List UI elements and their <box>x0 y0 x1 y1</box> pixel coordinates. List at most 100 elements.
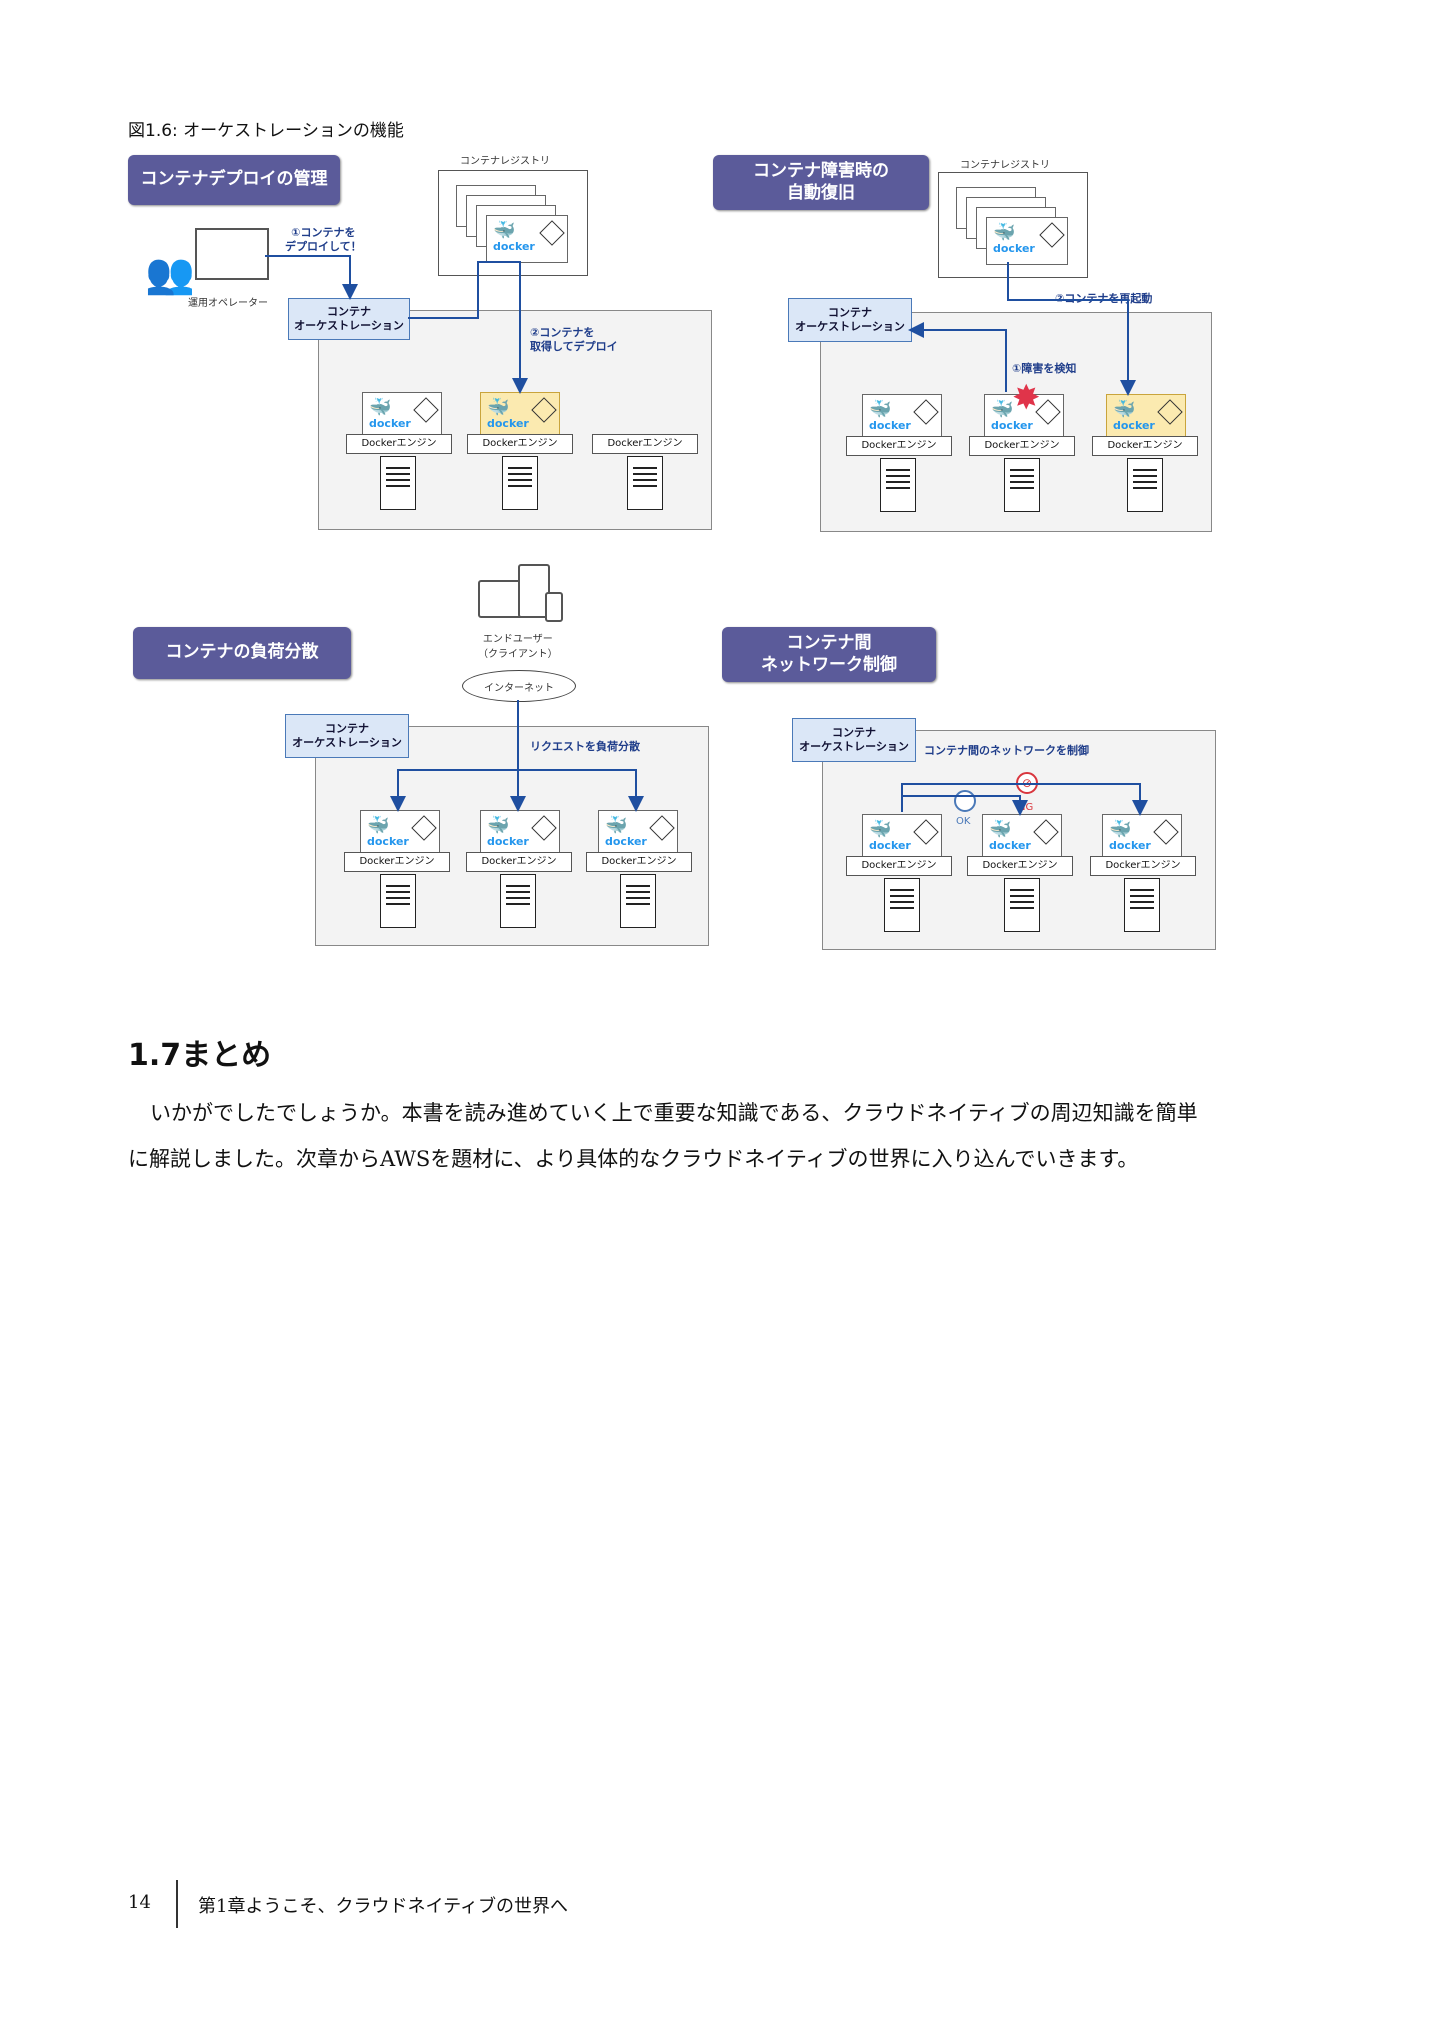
container-cube-icon <box>531 815 557 841</box>
network-control-label: コンテナ間のネットワークを制御 <box>924 744 1089 757</box>
internet-cloud: インターネット <box>462 670 576 702</box>
docker-logo-text: docker <box>869 839 911 852</box>
operator-label: 運用オペレーター <box>188 298 268 309</box>
step1-label: ①障害を検知 <box>1012 362 1077 375</box>
failure-burst-icon: ✸ <box>1012 378 1041 418</box>
docker-engine-3: Dockerエンジン <box>1092 436 1198 456</box>
docker-whale-icon: 🐳 <box>869 819 892 840</box>
container-cube-icon <box>649 815 675 841</box>
container-1: 🐳 docker <box>360 810 440 854</box>
container-1: 🐳 docker <box>862 394 942 438</box>
footer-divider <box>176 1880 178 1928</box>
server-icon <box>1004 458 1040 512</box>
container-cube-icon <box>1039 222 1065 248</box>
registry-label: コンテナレジストリ <box>960 160 1050 171</box>
registry-image-front: 🐳 docker <box>486 215 568 263</box>
container-cube-icon <box>1157 399 1183 425</box>
container-cube-icon <box>411 815 437 841</box>
docker-engine-1: Dockerエンジン <box>344 852 450 872</box>
docker-engine-1: Dockerエンジン <box>846 856 952 876</box>
docker-whale-icon: 🐳 <box>989 819 1012 840</box>
server-icon <box>627 456 663 510</box>
docker-engine-2: Dockerエンジン <box>967 856 1073 876</box>
container-1: 🐳 docker <box>862 814 942 858</box>
docker-logo-text: docker <box>993 242 1035 255</box>
server-icon <box>880 458 916 512</box>
container-2-deployed: 🐳 docker <box>480 392 560 436</box>
docker-logo-text: docker <box>869 419 911 432</box>
orchestration-box: コンテナ オーケストレーション <box>288 298 410 340</box>
running-footer: 第1章ようこそ、クラウドネイティブの世界へ <box>198 1896 569 1917</box>
server-icon <box>884 878 920 932</box>
docker-engine-3: Dockerエンジン <box>592 434 698 454</box>
container-cube-icon <box>913 399 939 425</box>
request-label: リクエストを負荷分散 <box>530 740 640 753</box>
docker-whale-icon: 🐳 <box>367 815 390 836</box>
docker-engine-3: Dockerエンジン <box>1090 856 1196 876</box>
ng-label: NG <box>1018 802 1034 813</box>
orchestration-box: コンテナ オーケストレーション <box>285 714 409 758</box>
docker-whale-icon: 🐳 <box>869 399 892 420</box>
docker-engine-2: Dockerエンジン <box>969 436 1075 456</box>
orchestration-box: コンテナ オーケストレーション <box>788 298 912 342</box>
section-paragraph: いかがでしたでしょうか。本書を読み進めていく上で重要な知識である、クラウドネイテ… <box>128 1101 1198 1171</box>
docker-engine-1: Dockerエンジン <box>846 436 952 456</box>
operators-icon: 👥 <box>145 251 195 297</box>
container-cube-icon <box>1033 819 1059 845</box>
ok-label: OK <box>956 816 971 827</box>
container-2-failed: 🐳 docker <box>984 394 1064 438</box>
page-number: 14 <box>128 1892 151 1913</box>
docker-whale-icon: 🐳 <box>493 220 516 241</box>
container-3-restarted: 🐳 docker <box>1106 394 1186 438</box>
container-3: 🐳 docker <box>598 810 678 854</box>
container-2: 🐳 docker <box>982 814 1062 858</box>
registry-label: コンテナレジストリ <box>460 156 550 167</box>
step1-label: ①コンテナを デプロイして！ <box>285 226 362 253</box>
docker-logo-text: docker <box>991 419 1033 432</box>
container-2: 🐳 docker <box>480 810 560 854</box>
container-cube-icon <box>1153 819 1179 845</box>
panel-recovery-title: コンテナ障害時の 自動復旧 <box>713 155 929 210</box>
tablet-icon <box>518 564 550 618</box>
panel-loadbalance-title: コンテナの負荷分散 <box>133 627 351 679</box>
blocked-icon: ⊘ <box>1016 772 1038 794</box>
docker-logo-text: docker <box>493 240 535 253</box>
step2-label: ②コンテナを再起動 <box>1055 292 1153 305</box>
panel-network-title: コンテナ間 ネットワーク制御 <box>722 627 936 682</box>
monitor-icon <box>195 228 269 280</box>
docker-engine-2: Dockerエンジン <box>467 434 573 454</box>
docker-engine-3: Dockerエンジン <box>586 852 692 872</box>
step2-label: ②コンテナを 取得してデプロイ <box>530 326 618 353</box>
docker-logo-text: docker <box>605 835 647 848</box>
phone-icon <box>545 592 563 622</box>
figure-caption: 図1.6: オーケストレーションの機能 <box>128 121 404 141</box>
container-cube-icon <box>539 220 565 246</box>
docker-whale-icon: 🐳 <box>487 815 510 836</box>
server-icon <box>620 874 656 928</box>
docker-whale-icon: 🐳 <box>1113 399 1136 420</box>
docker-logo-text: docker <box>1109 839 1151 852</box>
docker-logo-text: docker <box>487 835 529 848</box>
docker-whale-icon: 🐳 <box>605 815 628 836</box>
panel-deploy-title: コンテナデプロイの管理 <box>128 155 340 205</box>
container-1: 🐳 docker <box>362 392 442 436</box>
client-label: エンドユーザー （クライアント） <box>478 634 558 660</box>
registry-image-front: 🐳 docker <box>986 217 1068 265</box>
container-cube-icon <box>531 397 557 423</box>
docker-whale-icon: 🐳 <box>487 397 510 418</box>
docker-whale-icon: 🐳 <box>993 222 1016 243</box>
docker-whale-icon: 🐳 <box>1109 819 1132 840</box>
orchestration-box: コンテナ オーケストレーション <box>792 718 916 762</box>
server-icon <box>1004 878 1040 932</box>
docker-logo-text: docker <box>367 835 409 848</box>
docker-whale-icon: 🐳 <box>991 399 1014 420</box>
docker-logo-text: docker <box>989 839 1031 852</box>
server-icon <box>500 874 536 928</box>
docker-logo-text: docker <box>487 417 529 430</box>
server-icon <box>380 874 416 928</box>
docker-engine-1: Dockerエンジン <box>346 434 452 454</box>
container-cube-icon <box>913 819 939 845</box>
server-icon <box>1124 878 1160 932</box>
server-icon <box>502 456 538 510</box>
docker-engine-2: Dockerエンジン <box>466 852 572 872</box>
